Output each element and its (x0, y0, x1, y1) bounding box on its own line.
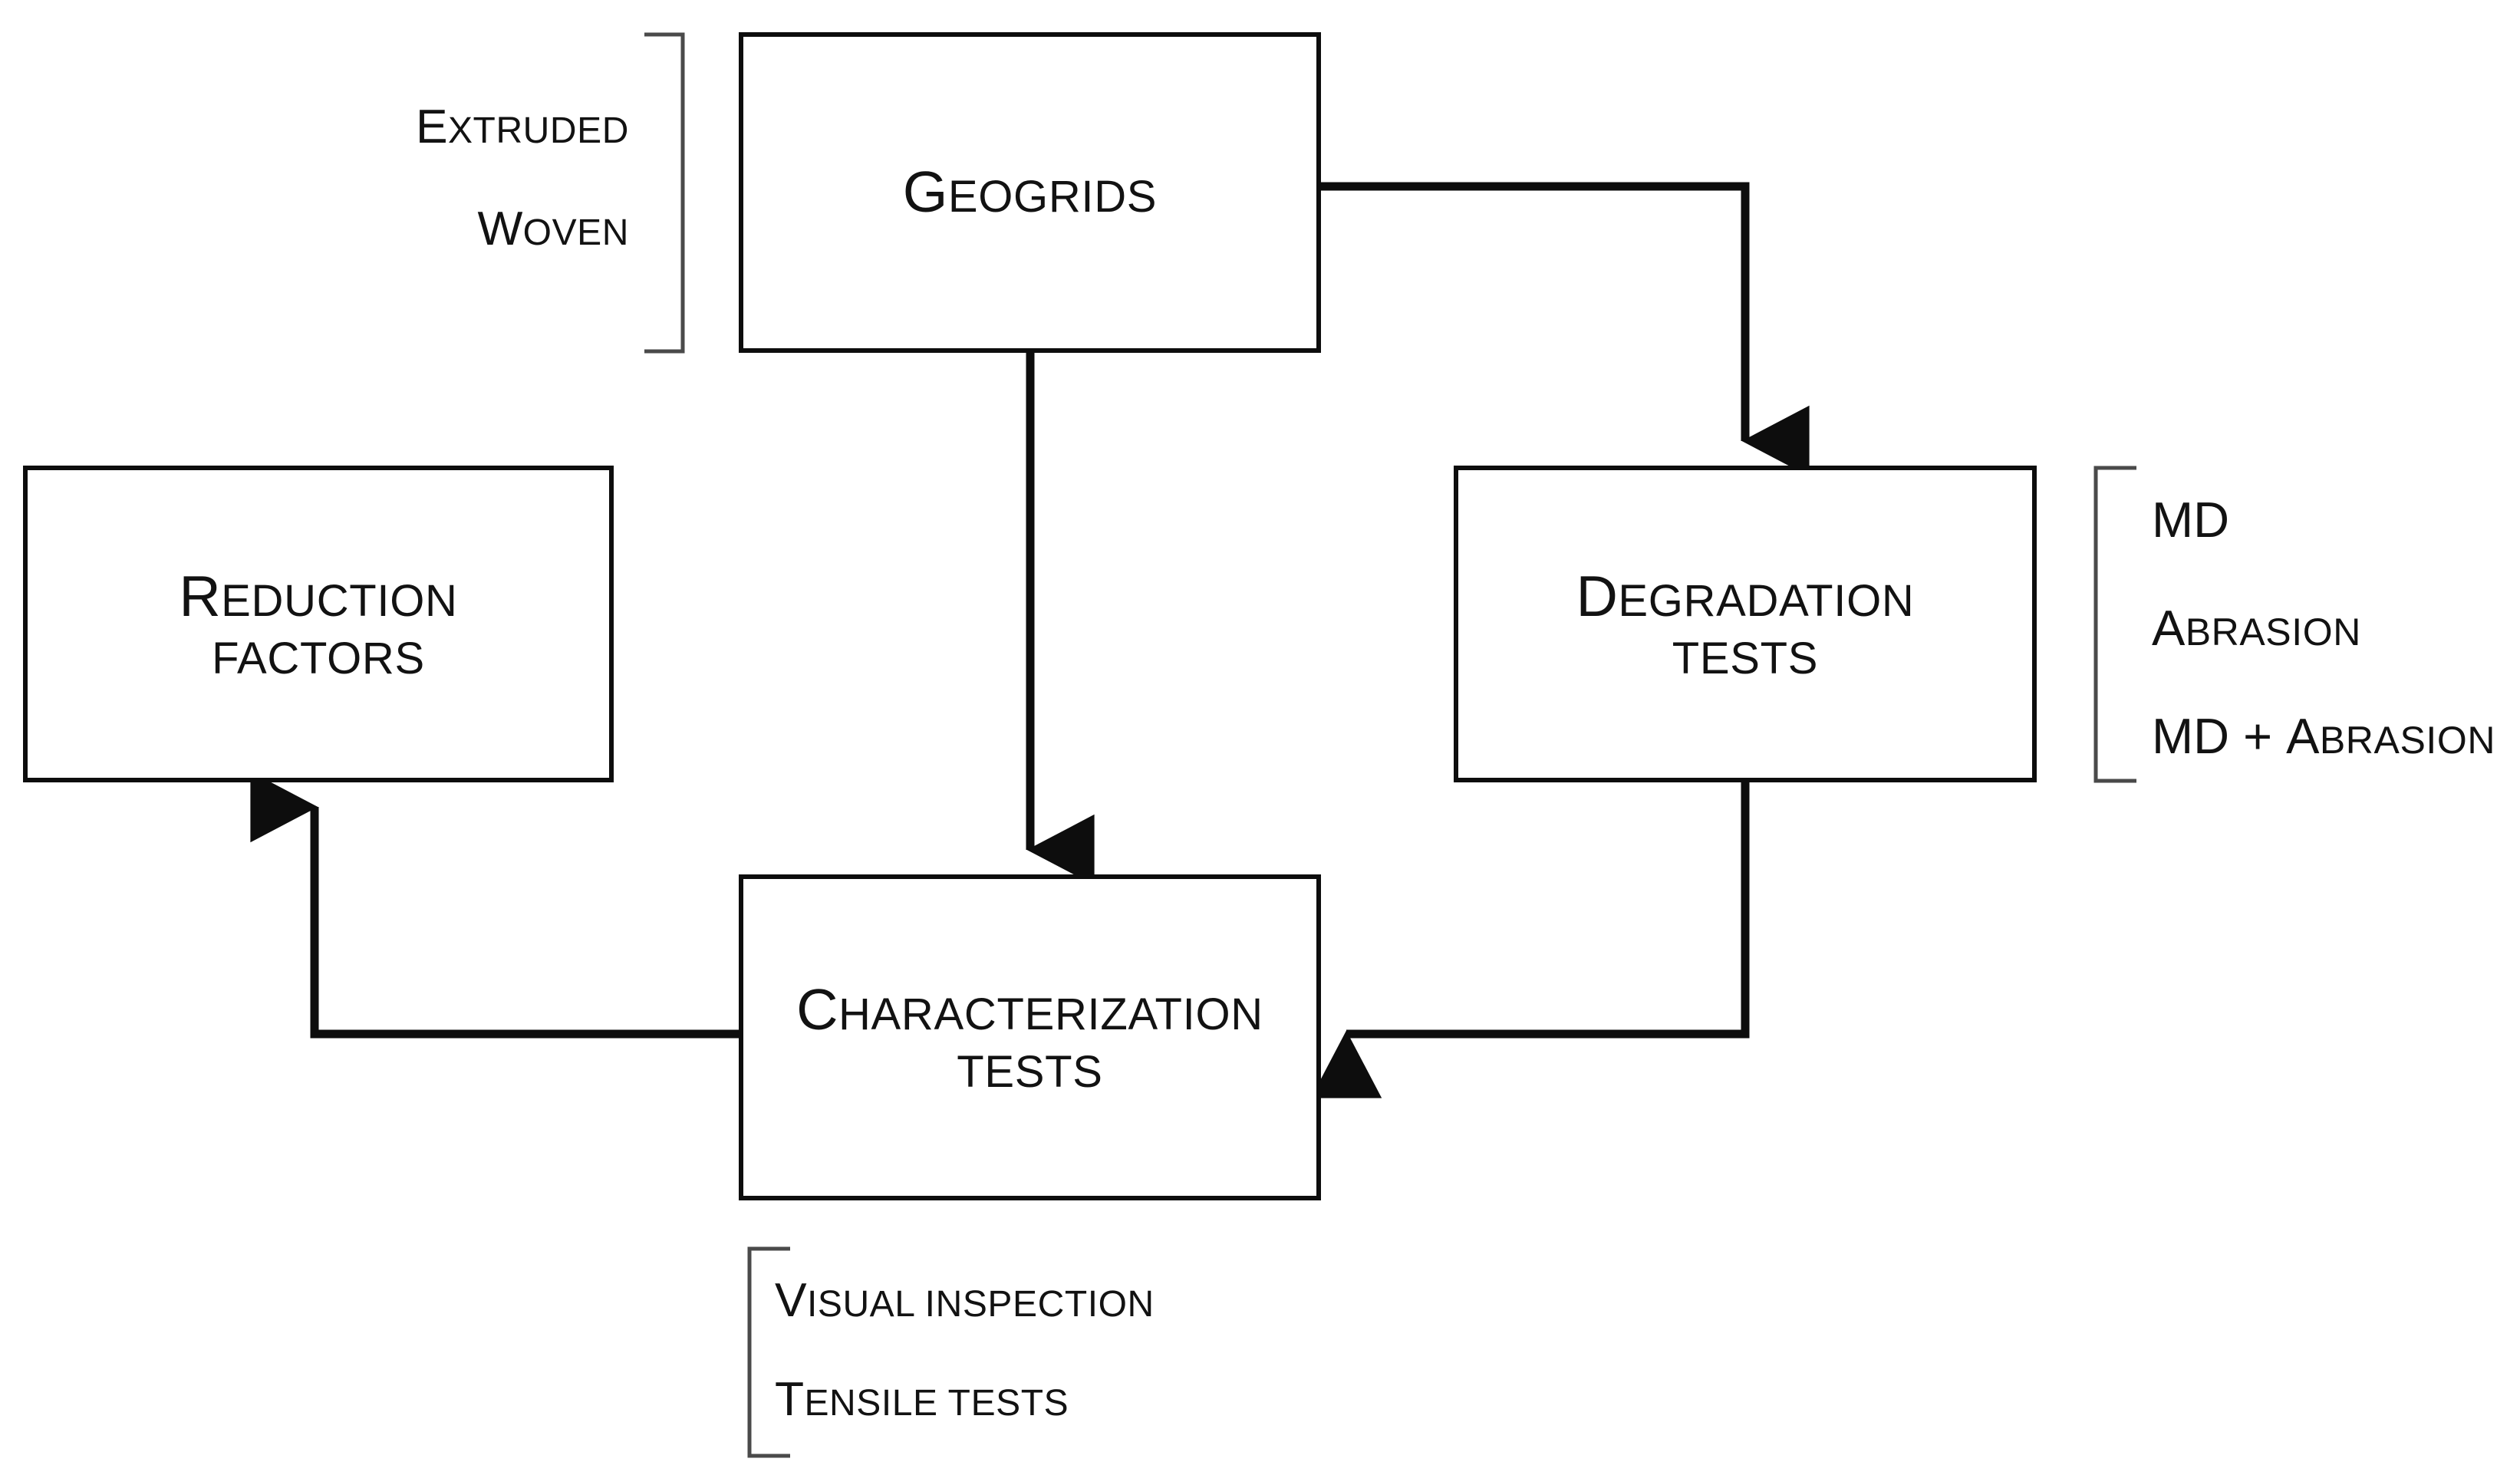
annotation-characterization-type-tensile-tests: TENSILE TESTS (775, 1373, 1069, 1426)
annotation-geogrid-type-extruded: EXTRUDED (416, 100, 629, 153)
node-characterization-tests-line-0: CHARACTERIZATION (796, 977, 1263, 1042)
bracket-degradation-types (2093, 466, 2136, 783)
annotation-characterization-type-visual-inspection: VISUAL INSPECTION (775, 1274, 1155, 1327)
edge-characterization-to-reduction (250, 771, 739, 1039)
edge-geogrids-to-degradation (1321, 182, 1810, 477)
node-degradation-tests[interactable]: DEGRADATION TESTS (1454, 466, 2037, 782)
bracket-characterization-types (747, 1246, 790, 1458)
bracket-geogrid-types (644, 32, 685, 354)
node-geogrids-text: EOGRIDS (947, 172, 1158, 222)
node-reduction-factors-line-0: REDUCTION (179, 564, 458, 629)
node-reduction-factors[interactable]: REDUCTION FACTORS (23, 466, 614, 782)
node-characterization-tests[interactable]: CHARACTERIZATION TESTS (739, 874, 1321, 1200)
annotation-degradation-types: MD ABRASION MD + ABRASION (2152, 491, 2512, 765)
annotation-degradation-type-md-abrasion: MD + ABRASION (2152, 708, 2496, 764)
node-reduction-factors-line-1: FACTORS (212, 634, 425, 684)
node-characterization-tests-line-1: TESTS (957, 1047, 1103, 1098)
edge-degradation-to-characterization (1310, 782, 1750, 1098)
node-geogrids[interactable]: GEOGRIDS (739, 32, 1321, 353)
node-degradation-tests-line-1: TESTS (1672, 634, 1819, 684)
annotation-geogrid-types: EXTRUDED WOVEN (230, 100, 629, 256)
annotation-characterization-types: VISUAL INSPECTION TENSILE TESTS (775, 1273, 1465, 1427)
annotation-degradation-type-abrasion: ABRASION (2152, 600, 2361, 656)
node-geogrids-line-0: GEOGRIDS (902, 160, 1158, 224)
annotation-geogrid-type-woven: WOVEN (477, 202, 629, 255)
node-degradation-tests-line-0: DEGRADATION (1576, 564, 1915, 629)
annotation-degradation-type-md: MD (2152, 492, 2230, 548)
